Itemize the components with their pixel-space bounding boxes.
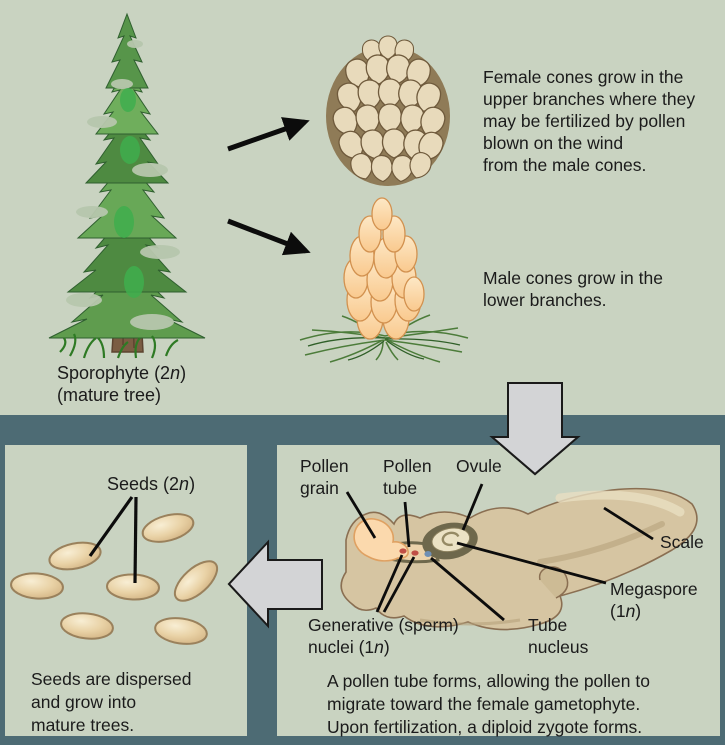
text-line: upper branches where they: [483, 89, 696, 109]
male-cones-caption: Male cones grow in the lower branches.: [483, 267, 663, 311]
grass-tuft: [59, 333, 179, 359]
text-line: lower branches.: [483, 290, 607, 310]
panel-border-bottom: [0, 736, 725, 745]
text-line: Tube: [528, 615, 568, 635]
scale-label: Scale: [660, 532, 704, 552]
male-cone-illustration: [299, 197, 469, 363]
text-line: may be fertilized by pollen: [483, 111, 686, 131]
female-cones-caption: Female cones grow in the upper branches …: [483, 66, 695, 176]
text-line: Generative (sperm): [308, 615, 459, 635]
ovule-label: Ovule: [456, 456, 502, 476]
text-line: blown on the wind: [483, 133, 624, 153]
arrow-tree-to-female-cone: [227, 117, 310, 152]
tube-nucleus-label: Tube nucleus: [528, 614, 588, 658]
seeds-caption: Seeds are dispersed and grow into mature…: [31, 668, 192, 737]
pollen-tube-label: Pollen tube: [383, 455, 432, 499]
text-line: tube: [383, 478, 418, 498]
section-divider-horizontal: [0, 415, 725, 445]
panel-border-right: [720, 444, 725, 745]
text-line: nucleus: [528, 637, 589, 657]
text-line: Sporophyte (2n): [57, 363, 187, 383]
arrow-tree-to-male-cone: [227, 218, 311, 256]
text-line: Male cones grow in the: [483, 268, 663, 288]
panel-border-left: [0, 444, 5, 745]
text-line: nuclei (1n): [308, 637, 390, 657]
text-line: grain: [300, 478, 339, 498]
text-line: A pollen tube forms, allowing the pollen…: [327, 671, 650, 691]
sporophyte-label: Sporophyte (2n) (mature tree): [57, 362, 186, 406]
text-line: Female cones grow in the: [483, 67, 684, 87]
sperm-nucleus-dot: [411, 550, 419, 556]
text-line: mature trees.: [31, 715, 135, 735]
text-line: Megaspore: [610, 579, 698, 599]
text-line: and grow into: [31, 692, 137, 712]
tube-nucleus-dot: [424, 551, 432, 557]
text-line: Pollen: [300, 456, 349, 476]
megaspore-label: Megaspore (1n): [610, 578, 698, 622]
panel-divider-vertical: [247, 444, 277, 745]
pollination-caption: A pollen tube forms, allowing the pollen…: [327, 670, 650, 739]
pollen-grain-shape: [353, 518, 409, 562]
text-line: migrate toward the female gametophyte.: [327, 694, 641, 714]
seeds-leader-lines: [88, 496, 138, 584]
pollen-grain-label: Pollen grain: [300, 455, 349, 499]
female-cone-illustration: [326, 35, 450, 186]
text-line: Pollen: [383, 456, 432, 476]
pollination-leader-lines: [345, 483, 654, 622]
pine-tree-illustration: [48, 12, 206, 359]
seeds-illustration: [9, 508, 225, 648]
text-line: from the male cones.: [483, 155, 647, 175]
text-line: Seeds are dispersed: [31, 669, 192, 689]
seeds-label: Seeds (2n): [107, 474, 196, 494]
text-line: Upon fertilization, a diploid zygote for…: [327, 717, 643, 737]
sperm-nucleus-dot: [399, 548, 407, 554]
text-line: (mature tree): [57, 385, 162, 405]
generative-nuclei-label: Generative (sperm) nuclei (1n): [308, 614, 459, 658]
text-line: (1n): [610, 601, 642, 621]
